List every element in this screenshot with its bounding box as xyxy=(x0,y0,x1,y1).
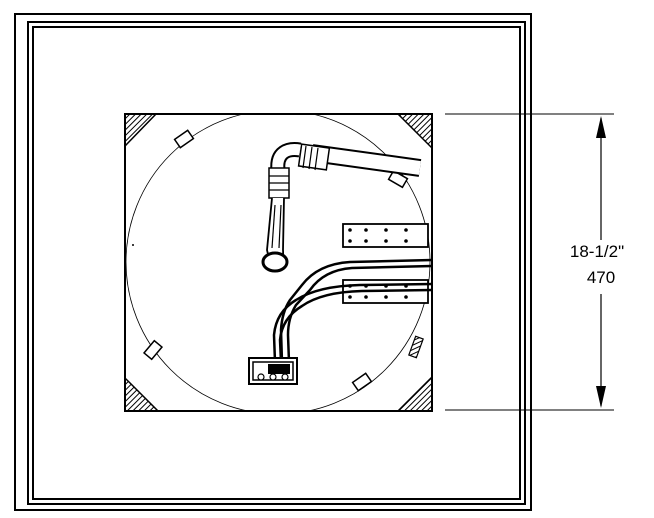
hose-coupling xyxy=(297,143,331,171)
clip-tab xyxy=(387,169,409,189)
clip-tab xyxy=(142,339,164,361)
clip-tab xyxy=(351,372,373,392)
mounting-plate xyxy=(124,113,433,412)
dimension-callout: 18-1/2" 470 xyxy=(445,113,624,411)
probe-tip xyxy=(261,251,289,273)
wire-terminal-block xyxy=(248,357,298,385)
outer-frame xyxy=(14,13,532,511)
corner-bevel-bottom-left xyxy=(125,376,160,411)
dimension-label-metric: 470 xyxy=(587,268,615,287)
reference-dot xyxy=(132,244,134,246)
wiring xyxy=(272,258,433,363)
corner-bevel-bottom-right xyxy=(396,375,432,411)
dimension-label-imperial: 18-1/2" xyxy=(570,242,624,261)
terminal-strip-upper xyxy=(342,223,429,248)
corner-bevel-top-left xyxy=(125,114,158,148)
side-connector xyxy=(408,335,424,359)
corner-bevel-top-right xyxy=(396,114,432,150)
clip-tab xyxy=(173,129,195,149)
mounting-circle xyxy=(125,114,431,411)
dimension-arrow-up xyxy=(596,116,606,138)
dimension-arrow-down xyxy=(596,386,606,408)
hose-assembly xyxy=(261,142,422,273)
